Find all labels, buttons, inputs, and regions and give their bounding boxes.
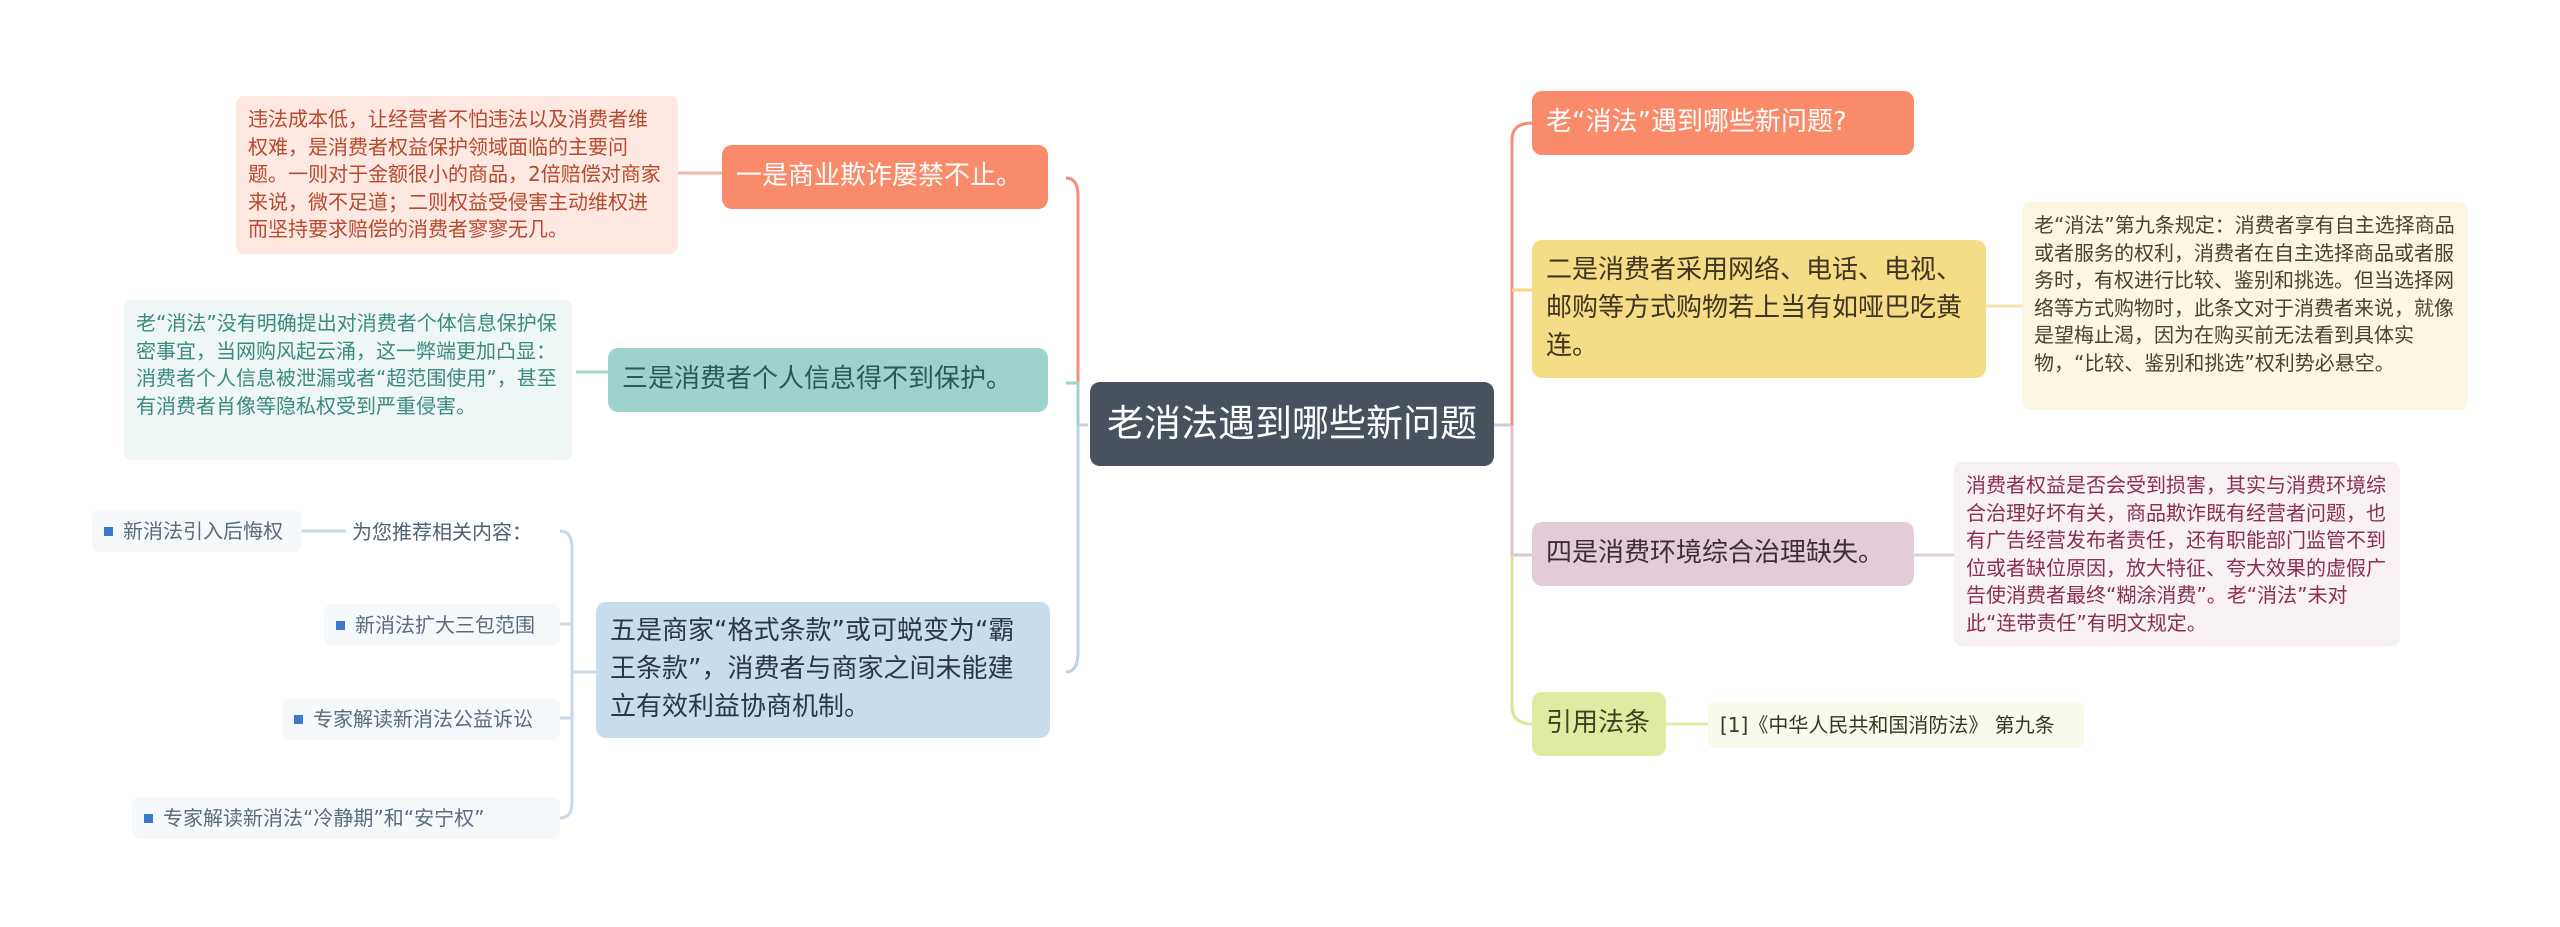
branch-remote-shopping[interactable]: 二是消费者采用网络、电话、电视、邮购等方式购物若上当有如哑巴吃黄连。 — [1532, 240, 1986, 378]
bullet-icon — [336, 620, 345, 630]
branch-old-law-title[interactable]: 老“消法”遇到哪些新问题? — [1532, 91, 1914, 155]
link-label: 新消法引入后悔权 — [123, 518, 283, 543]
detail-remote-shopping: 老“消法”第九条规定：消费者享有自主选择商品或者服务的权利，消费者在自主选择商品… — [2022, 202, 2468, 410]
link-label: 专家解读新消法公益诉讼 — [313, 706, 533, 731]
bullet-icon — [144, 813, 153, 823]
link-three-guarantees[interactable]: 新消法扩大三包范围 — [324, 604, 560, 646]
detail-consumer-environment: 消费者权益是否会受到损害，其实与消费环境综合治理好坏有关，商品欺诈既有经营者问题… — [1954, 462, 2400, 646]
central-topic[interactable]: 老消法遇到哪些新问题 — [1090, 382, 1494, 466]
branch-commercial-fraud[interactable]: 一是商业欺诈屡禁不止。 — [722, 145, 1048, 209]
link-public-interest[interactable]: 专家解读新消法公益诉讼 — [282, 698, 560, 740]
link-label: 新消法扩大三包范围 — [355, 612, 535, 637]
link-label: 专家解读新消法“冷静期”和“安宁权” — [163, 805, 485, 830]
branch-consumer-environment[interactable]: 四是消费环境综合治理缺失。 — [1532, 522, 1914, 586]
bullet-icon — [294, 714, 303, 724]
detail-commercial-fraud: 违法成本低，让经营者不怕违法以及消费者维权难，是消费者权益保护领域面临的主要问题… — [236, 96, 678, 254]
branch-personal-info[interactable]: 三是消费者个人信息得不到保护。 — [608, 348, 1048, 412]
bullet-icon — [104, 526, 113, 536]
branch-format-clauses[interactable]: 五是商家“格式条款”或可蜕变为“霸王条款”，消费者与商家之间未能建立有效利益协商… — [596, 602, 1050, 738]
detail-personal-info: 老“消法”没有明确提出对消费者个体信息保护保密事宜，当网购风起云涌，这一弊端更加… — [124, 300, 572, 460]
link-cooling-period[interactable]: 专家解读新消法“冷静期”和“安宁权” — [132, 797, 560, 839]
link-regret-right[interactable]: 新消法引入后悔权 — [92, 510, 302, 552]
detail-cited-law: [1]《中华人民共和国消防法》 第九条 — [1708, 702, 2084, 748]
branch-cited-law[interactable]: 引用法条 — [1532, 692, 1666, 756]
recommend-label: 为您推荐相关内容： — [352, 520, 532, 544]
